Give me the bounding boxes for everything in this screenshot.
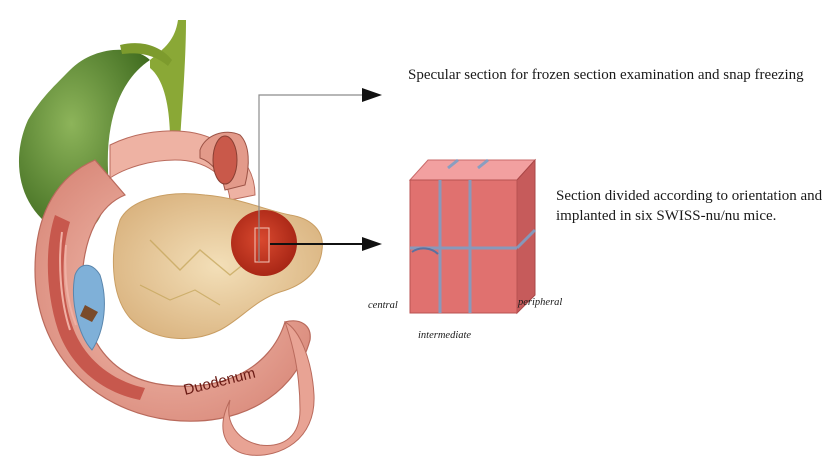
block-label-peripheral: peripheral [518, 297, 562, 308]
block-label-central: central [368, 300, 398, 311]
annotation-implant: Section divided according to orientation… [556, 186, 834, 226]
block-label-intermediate: intermediate [418, 330, 471, 341]
annotation-snap-freeze: Specular section for frozen section exam… [408, 66, 828, 85]
tissue-block [410, 160, 535, 313]
pancreas [113, 194, 322, 339]
